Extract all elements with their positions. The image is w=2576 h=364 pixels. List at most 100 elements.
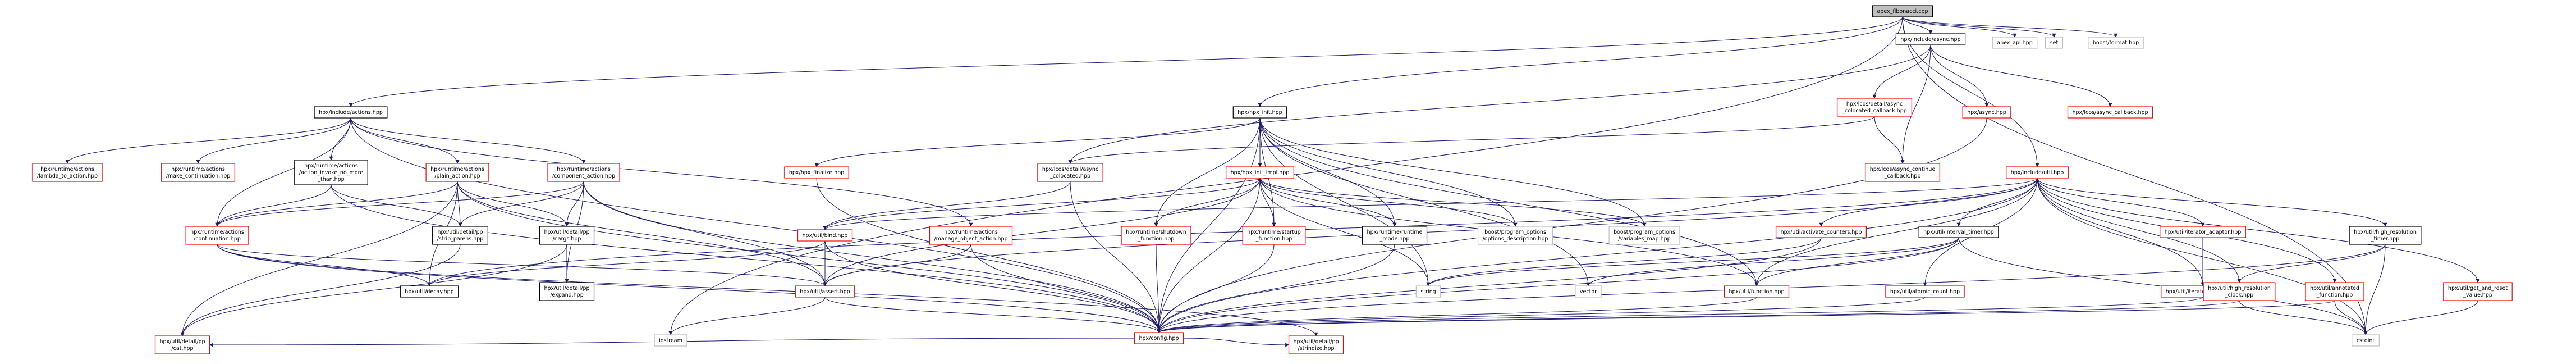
node-label-line: hpx/runtime/actions [557, 166, 611, 172]
node-hpx-include-util-hpp[interactable]: hpx/include/util.hpp [2006, 166, 2069, 179]
node-box [2067, 106, 2153, 119]
node-hpx-runtime-runtime-mode-hpp[interactable]: hpx/runtime/runtime_mode.hpp [1362, 226, 1428, 245]
node-hpx-util-bind-hpp[interactable]: hpx/util/bind.hpp [797, 229, 853, 242]
node-label-line: hpx/util/detail/pp [544, 285, 589, 292]
node-label-line: /variables_map.hpp [1618, 236, 1670, 242]
node-label-line: hpx/lcos/async_continue [1870, 166, 1936, 172]
node-hpx-hpx-finalize-hpp[interactable]: hpx/hpx_finalize.hpp [784, 166, 849, 179]
node-set[interactable]: set [2045, 37, 2063, 49]
node-hpx-hpx-init-impl-hpp[interactable]: hpx/hpx_init_impl.hpp [1226, 166, 1294, 179]
node-hpx-config-hpp[interactable]: hpx/config.hpp [1134, 332, 1184, 344]
dependency-edge [2037, 178, 2387, 227]
dependency-edge [823, 181, 1071, 230]
node-hpx-util-iterator-adaptor-hpp[interactable]: hpx/util/iterator_adaptor.hpp [2160, 226, 2246, 238]
node-hpx-runtime-startup-function-hpp[interactable]: hpx/runtime/startup_function.hpp [1242, 226, 1306, 245]
node-hpx-util-get-and-reset-value-hpp[interactable]: hpx/util/get_and_reset_value.hpp [2443, 282, 2513, 301]
node-hpx-runtime-actions-lambda-to-action-hpp[interactable]: hpx/runtime/actions/lambda_to_action.hpp [32, 163, 103, 182]
node-vector[interactable]: vector [1575, 285, 1602, 298]
dependency-edge [1157, 297, 1757, 333]
node-box [1608, 226, 1680, 245]
node-label-line: _clock.hpp [2225, 292, 2253, 298]
node-hpx-runtime-actions-continuation-hpp[interactable]: hpx/runtime/actions/continuation.hpp [185, 226, 249, 245]
node-label-line: /cat.hpp [171, 345, 193, 352]
dependency-edge [668, 297, 826, 335]
node-hpx-util-detail-pp-nargs-hpp[interactable]: hpx/util/detail/pp/nargs.hpp [539, 226, 595, 245]
nodes-layer: apex_fibonacci.cpp hpx/include/async.hpp a… [32, 5, 2513, 354]
dependency-edge [1157, 117, 1261, 333]
node-hpx-util-detail-pp-cat-hpp[interactable]: hpx/util/detail/pp/cat.hpp [154, 335, 210, 354]
dependency-edge [1259, 117, 1759, 286]
dependency-edge [1157, 297, 2203, 333]
node-label-line: hpx/runtime/shutdown [1126, 229, 1186, 235]
node-label-line: hpx/include/async.hpp [1900, 37, 1960, 43]
node-hpx-runtime-actions-action-invoke-no-more-than-hpp[interactable]: hpx/runtime/actions/action_invoke_no_mor… [294, 160, 368, 185]
node-box [1575, 285, 1602, 298]
node-hpx-util-function-hpp[interactable]: hpx/util/function.hpp [1724, 285, 1790, 298]
node-hpx-util-decay-hpp[interactable]: hpx/util/decay.hpp [400, 285, 459, 298]
node-boost-format-hpp[interactable]: boost/format.hpp [2088, 37, 2144, 49]
node-hpx-include-async-hpp[interactable]: hpx/include/async.hpp [1895, 33, 1966, 46]
dependency-edge [1259, 178, 1431, 286]
node-hpx-lcos-detail-async-colocated-callback-hpp[interactable]: hpx/lcos/detail/async_colocated_callback… [1837, 98, 1912, 117]
node-hpx-util-interval-timer-hpp[interactable]: hpx/util/interval_timer.hpp [1918, 226, 1999, 238]
node-label-line: hpx/lcos/detail/async [1846, 101, 1903, 107]
node-hpx-util-atomic-count-hpp[interactable]: hpx/util/atomic_count.hpp [1885, 285, 1965, 298]
node-box [1242, 226, 1306, 245]
node-hpx-util-annotated-function-hpp[interactable]: hpx/util/annotated_function.hpp [2305, 282, 2364, 301]
node-label-line: /action_invoke_no_more [299, 170, 363, 176]
node-hpx-runtime-actions-manage-object-action-hpp[interactable]: hpx/runtime/actions/manage_object_action… [929, 226, 1013, 245]
dependency-edge [1259, 117, 1590, 286]
node-label-line: hpx/util/detail/pp [159, 339, 205, 345]
node-hpx-util-detail-pp-expand-hpp[interactable]: hpx/util/detail/pp/expand.hpp [539, 282, 595, 301]
dependency-edge [1157, 178, 2038, 333]
dependency-edge [1068, 44, 1931, 164]
dependency-edge [1930, 44, 2112, 107]
node-hpx-lcos-async-callback-hpp[interactable]: hpx/lcos/async_callback.hpp [2067, 106, 2153, 119]
dependency-edge [2334, 300, 2368, 335]
dependency-edge [329, 117, 351, 161]
node-label-line: /options_description.hpp [1483, 236, 1548, 242]
dependency-edge [1157, 297, 1926, 333]
node-label-line: boost/program_options [1614, 229, 1675, 235]
node-string[interactable]: string [1415, 285, 1441, 298]
node-box [2352, 334, 2380, 347]
node-hpx-hpx-init-hpp[interactable]: hpx/hpx_init.hpp [1232, 106, 1287, 119]
node-box [2305, 282, 2364, 301]
node-box [1288, 335, 1344, 354]
node-iostream[interactable]: iostream [654, 334, 687, 347]
node-label-line: hpx/config.hpp [1139, 335, 1179, 342]
node-label-line: /plain_action.hpp [434, 173, 480, 179]
node-hpx-util-detail-pp-strip-parens-hpp[interactable]: hpx/util/detail/pp/strip_parens.hpp [432, 226, 488, 245]
node-hpx-runtime-actions-make-continuation-hpp[interactable]: hpx/runtime/actions/make_continuation.hp… [161, 163, 235, 182]
node-apex-fibonacci-cpp: apex_fibonacci.cpp [1872, 5, 1933, 17]
dependency-edge [823, 244, 971, 286]
node-hpx-util-assert-hpp[interactable]: hpx/util/assert.hpp [795, 285, 855, 298]
dependency-edge [2363, 300, 2478, 335]
node-box [1226, 166, 1294, 179]
dependency-edge [970, 244, 1161, 333]
node-box [1121, 226, 1191, 245]
node-cstdint[interactable]: cstdint [2352, 334, 2380, 347]
node-boost-program-options-options-description-hpp[interactable]: boost/program_options/options_descriptio… [1477, 226, 1553, 245]
node-hpx-runtime-shutdown-function-hpp[interactable]: hpx/runtime/shutdown_function.hpp [1121, 226, 1191, 245]
node-hpx-util-detail-pp-stringize-hpp[interactable]: hpx/util/detail/pp/stringize.hpp [1288, 335, 1344, 354]
node-hpx-lcos-async-continue-callback-hpp[interactable]: hpx/lcos/async_continue_callback.hpp [1865, 163, 1940, 182]
node-box [1865, 163, 1940, 182]
node-label-line: /component_action.hpp [552, 173, 615, 179]
node-apex-api-hpp[interactable]: apex_api.hpp [1992, 37, 2038, 49]
dependency-edge [1068, 116, 1875, 164]
node-label-line: hpx/util/detail/pp [437, 229, 483, 235]
node-hpx-util-high-resolution-clock-hpp[interactable]: hpx/util/high_resolution_clock.hpp [2203, 282, 2276, 301]
node-hpx-lcos-detail-async-colocated-hpp[interactable]: hpx/lcos/detail/async_colocated.hpp [1037, 163, 1103, 182]
node-hpx-runtime-actions-plain-action-hpp[interactable]: hpx/runtime/actions/plain_action.hpp [425, 163, 489, 182]
node-hpx-util-activate-counters-hpp[interactable]: hpx/util/activate_counters.hpp [1775, 226, 1867, 238]
node-label-line: hpx/runtime/actions [40, 166, 94, 172]
node-box [2203, 282, 2276, 301]
node-boost-program-options-variables-map-hpp[interactable]: boost/program_options/variables_map.hpp [1608, 226, 1680, 245]
node-box [539, 282, 595, 301]
node-hpx-async-hpp[interactable]: hpx/async.hpp [1962, 106, 2011, 119]
node-hpx-util-high-resolution-timer-hpp[interactable]: hpx/util/high_resolution_timer.hpp [2349, 226, 2422, 245]
node-hpx-runtime-actions-component-action-hpp[interactable]: hpx/runtime/actions/component_action.hpp [547, 163, 620, 182]
node-box [1037, 163, 1103, 182]
node-hpx-include-actions-hpp[interactable]: hpx/include/actions.hpp [314, 106, 388, 119]
